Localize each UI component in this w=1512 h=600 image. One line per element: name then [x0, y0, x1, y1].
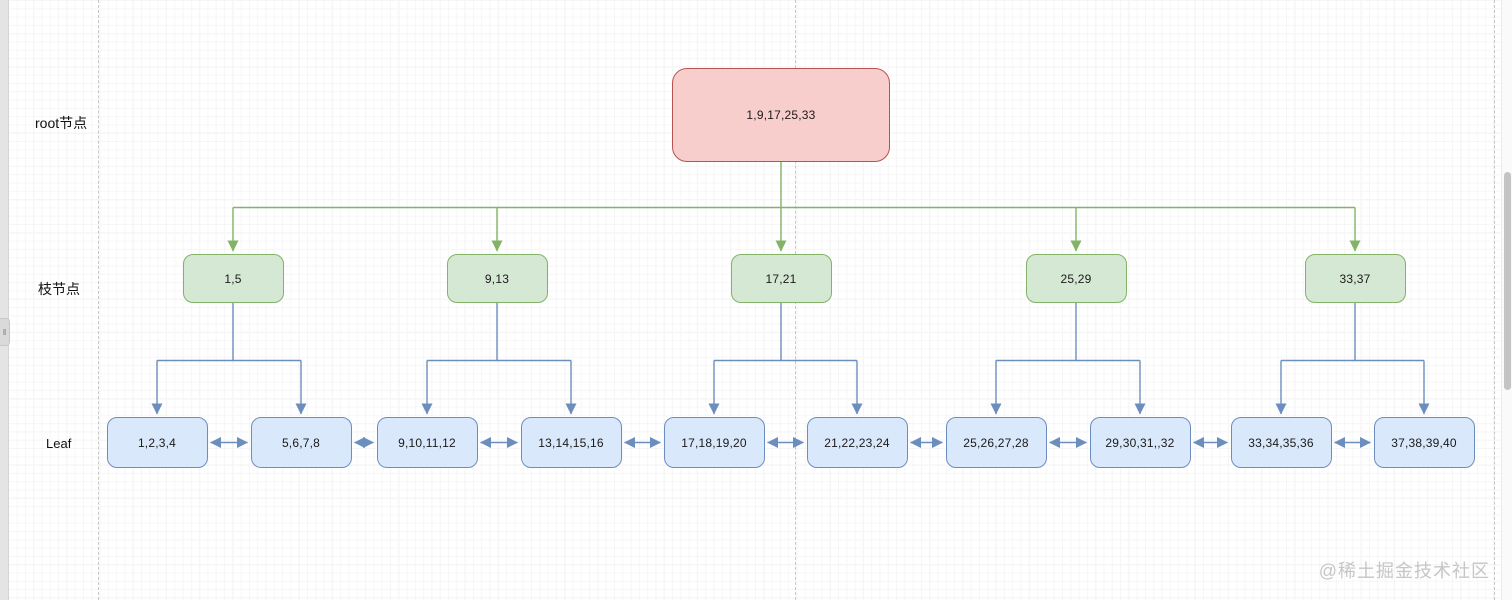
branch-node[interactable]: 25,29: [1025, 254, 1127, 303]
juejin-watermark: @稀土掘金技术社区: [1318, 561, 1490, 581]
page-break-line: [98, 0, 99, 600]
leaf-node[interactable]: 13,14,15,16: [520, 417, 622, 468]
leaf-node[interactable]: 17,18,19,20: [663, 417, 765, 468]
branch-node[interactable]: 9,13: [446, 254, 548, 303]
page-break-line: [1494, 0, 1495, 600]
branch-node[interactable]: 1,5: [182, 254, 284, 303]
left-panel-strip: ‖: [0, 0, 10, 600]
root-node[interactable]: 1,9,17,25,33: [672, 68, 890, 162]
leaf-node[interactable]: 29,30,31,,32: [1089, 417, 1191, 468]
panel-collapse-handle-icon[interactable]: ‖: [0, 318, 10, 346]
leaf-node[interactable]: 1,2,3,4: [106, 417, 208, 468]
row-label-branch[interactable]: 枝节点: [38, 281, 80, 297]
leaf-node[interactable]: 33,34,35,36: [1230, 417, 1332, 468]
branch-node[interactable]: 33,37: [1304, 254, 1406, 303]
row-label-root[interactable]: root节点: [35, 115, 88, 131]
branch-node[interactable]: 17,21: [730, 254, 832, 303]
row-label-leaf[interactable]: Leaf: [46, 436, 72, 451]
vertical-scrollbar[interactable]: [1501, 0, 1512, 600]
leaf-node[interactable]: 9,10,11,12: [376, 417, 478, 468]
leaf-node[interactable]: 5,6,7,8: [250, 417, 352, 468]
vertical-scrollbar-thumb[interactable]: [1504, 172, 1511, 390]
leaf-node[interactable]: 21,22,23,24: [806, 417, 908, 468]
leaf-node[interactable]: 37,38,39,40: [1373, 417, 1475, 468]
leaf-node[interactable]: 25,26,27,28: [945, 417, 1047, 468]
